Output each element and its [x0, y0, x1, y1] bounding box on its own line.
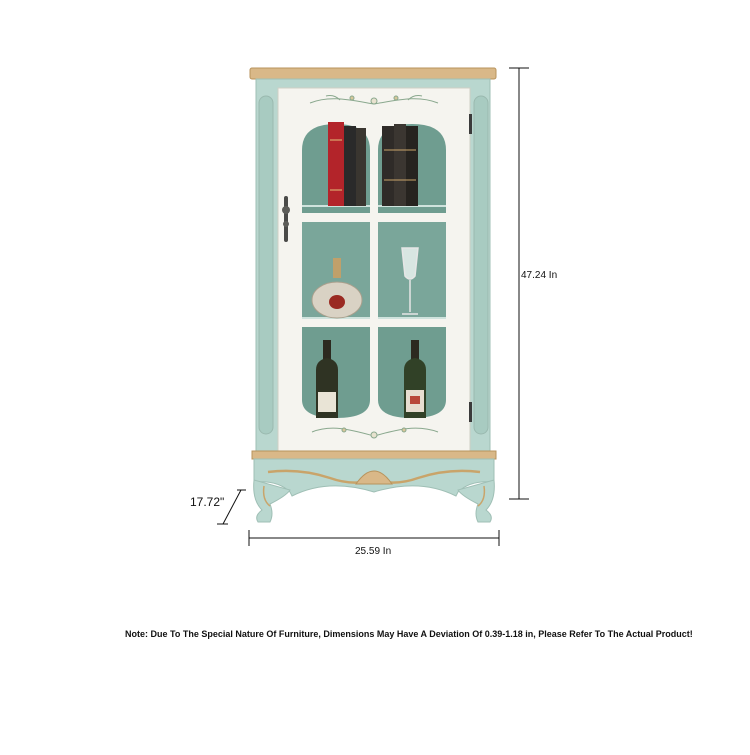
book-stack-left — [328, 122, 366, 206]
right-side-panel — [473, 95, 489, 435]
left-side-panel — [258, 95, 274, 435]
floral-decoration-top — [309, 95, 439, 105]
cabinet-leg-left — [253, 479, 291, 523]
cabinet-body — [249, 67, 497, 523]
wine-bottle-right — [404, 340, 426, 418]
hinge-bottom — [469, 402, 472, 422]
wine-bottle-left — [316, 340, 338, 418]
dimension-deviation-note: Note: Due To The Special Nature Of Furni… — [125, 629, 693, 639]
shell-carving-icon — [355, 470, 393, 485]
decanter — [311, 258, 363, 319]
depth-dimension-label: 17.72" — [190, 495, 225, 509]
height-dimension-label: 47.24 In — [521, 270, 558, 281]
hinge-top — [469, 114, 472, 134]
width-dimension-label: 25.59 In — [355, 546, 392, 557]
width-dimension-line — [248, 530, 500, 546]
floral-decoration-bottom — [311, 427, 439, 439]
door-handle-icon — [282, 196, 290, 242]
cabinet-base-trim — [251, 450, 497, 460]
depth-dimension-line — [217, 489, 246, 525]
book-stack-right — [382, 124, 418, 206]
cabinet-leg-right — [457, 479, 495, 523]
cabinet-top — [249, 67, 497, 80]
height-dimension-line — [509, 67, 529, 500]
wine-glass — [401, 247, 419, 315]
